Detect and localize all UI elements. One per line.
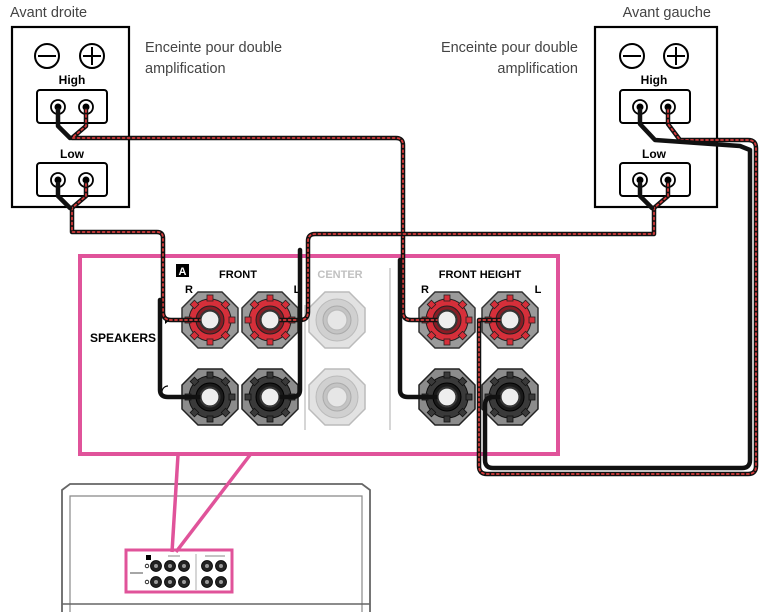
wire-right-high-to-front-height-r [55, 107, 450, 400]
left-speaker-description-line1: Enceinte pour double [441, 40, 578, 56]
left-low-terminal-plate [619, 162, 691, 197]
right-speaker-title: Avant droite [10, 5, 87, 21]
front-height-r-label: R [421, 284, 429, 296]
right-high-label: High [59, 73, 86, 87]
left-low-label: Low [642, 147, 667, 161]
right-speaker-description-line1: Enceinte pour double [145, 40, 282, 56]
left-speaker: High Low [593, 25, 719, 209]
minus-symbol-icon [619, 43, 645, 69]
plus-symbol-icon [79, 43, 105, 69]
minus-symbol-icon [34, 43, 60, 69]
zoom-callout [170, 453, 252, 554]
right-speaker: High Low [10, 25, 131, 209]
terminal-caps [200, 310, 520, 407]
right-low-terminal-plate [36, 162, 108, 197]
front-height-l-label: L [535, 284, 542, 296]
right-high-terminal-plate [36, 89, 108, 124]
center-group-label: CENTER [317, 269, 362, 281]
front-group-label: FRONT [219, 269, 257, 281]
svg-text:A: A [179, 266, 187, 278]
speaker-wires [55, 107, 759, 477]
front-indicator-badge: A [176, 264, 189, 278]
center-plus-terminal [308, 291, 366, 349]
front-height-group-label: FRONT HEIGHT [439, 269, 522, 281]
wire-left-low-to-front-l [267, 181, 671, 400]
left-high-terminal-plate [619, 89, 691, 124]
speakers-section-label: SPEAKERS [90, 331, 156, 345]
left-high-label: High [641, 73, 668, 87]
receiver-rear-panel [61, 483, 371, 612]
front-r-label: R [185, 284, 193, 296]
wire-right-low-to-front-r [55, 181, 213, 400]
mini-speaker-terminal-block [124, 548, 234, 594]
plus-symbol-icon [663, 43, 689, 69]
center-minus-terminal [308, 368, 366, 426]
front-l-label: L [294, 284, 301, 296]
wire-left-high-to-front-height-l [476, 107, 759, 477]
right-low-label: Low [60, 147, 85, 161]
left-speaker-title: Avant gauche [623, 5, 711, 21]
right-speaker-description-line2: amplification [145, 61, 226, 77]
left-speaker-description-line2: amplification [497, 61, 578, 77]
